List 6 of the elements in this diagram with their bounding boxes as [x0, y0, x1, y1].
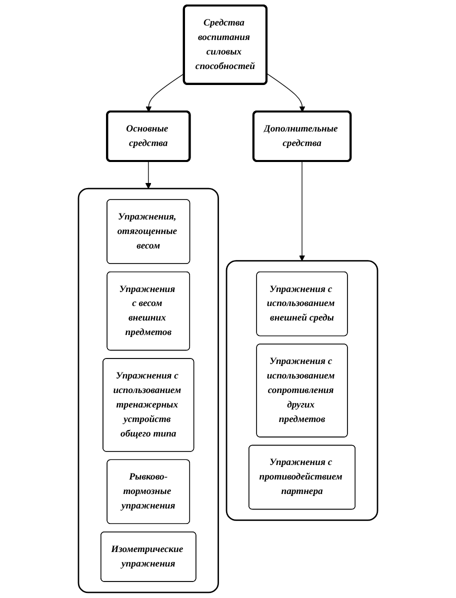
arrow	[146, 73, 185, 112]
arrow	[266, 73, 306, 112]
arrow	[145, 160, 152, 189]
cluster	[226, 260, 378, 521]
arrow	[299, 160, 306, 262]
cluster	[78, 188, 219, 594]
